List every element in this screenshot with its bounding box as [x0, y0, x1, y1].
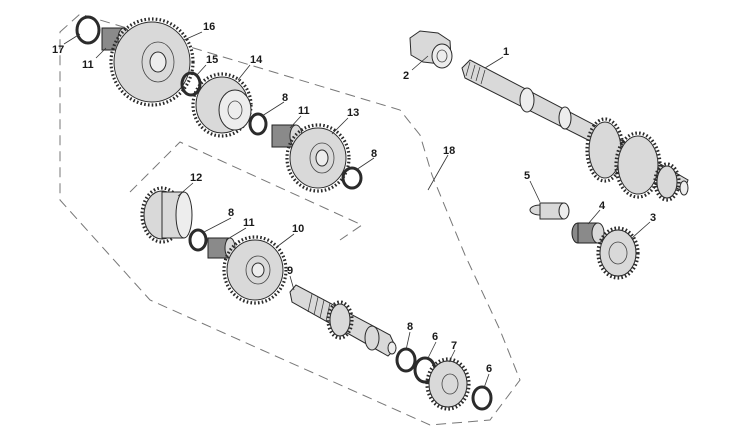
gear-14 — [191, 72, 253, 138]
needle-bearing-4 — [571, 222, 605, 244]
callout-8-right: 8 — [371, 148, 377, 160]
callout-14: 14 — [250, 54, 263, 66]
leader-lines — [63, 31, 651, 389]
callout-10: 10 — [292, 223, 304, 235]
callout-6-upper: 6 — [432, 331, 438, 343]
callout-18: 18 — [443, 145, 455, 157]
gear-12 — [140, 186, 193, 244]
callout-15: 15 — [206, 54, 218, 66]
callout-12: 12 — [190, 172, 202, 184]
callout-7: 7 — [451, 340, 457, 352]
callout-11-lower: 11 — [243, 217, 255, 229]
callout-1: 1 — [503, 46, 509, 58]
group-outline-18 — [59, 13, 521, 426]
callout-16: 16 — [203, 21, 215, 33]
callout-2: 2 — [403, 70, 409, 82]
gear-3 — [596, 226, 640, 280]
snap-ring-8-lower — [188, 228, 208, 252]
callout-8-lower: 8 — [228, 207, 234, 219]
circlip-6-lower — [471, 385, 493, 411]
callout-3: 3 — [650, 212, 656, 224]
output-shaft-1 — [461, 59, 689, 202]
snap-ring-8-top — [248, 112, 268, 136]
washer-17 — [75, 15, 101, 45]
bushing-5 — [529, 202, 570, 220]
callouts: 1 2 3 4 5 6 6 7 8 8 8 8 9 10 11 11 11 12… — [52, 21, 656, 375]
gear-10 — [222, 235, 288, 305]
washer-15 — [180, 71, 202, 97]
callout-17: 17 — [52, 44, 64, 56]
callout-9: 9 — [287, 265, 293, 277]
gear-16 — [109, 17, 195, 107]
callout-11-top: 11 — [82, 59, 94, 71]
snap-ring-8-right — [341, 166, 363, 190]
countershaft-9 — [289, 284, 397, 357]
callout-11-middle: 11 — [298, 105, 310, 117]
callout-13: 13 — [347, 107, 359, 119]
callout-8-top: 8 — [282, 92, 288, 104]
callout-4: 4 — [599, 200, 606, 212]
gear-7 — [425, 357, 471, 411]
callout-6-lower: 6 — [486, 363, 492, 375]
callout-5: 5 — [524, 170, 530, 182]
callout-8-bottom: 8 — [407, 321, 413, 333]
nut-2 — [409, 30, 453, 69]
gear-13 — [285, 123, 351, 193]
snap-ring-8-bottom — [395, 347, 417, 373]
